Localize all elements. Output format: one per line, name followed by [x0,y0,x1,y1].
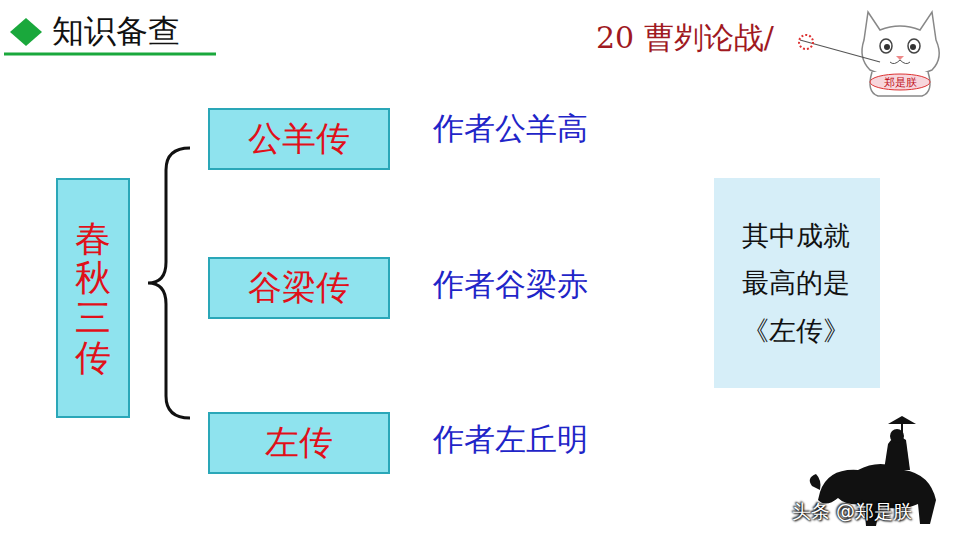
author-label: 作者谷梁赤 [433,264,588,306]
header-underline [4,53,216,56]
box-text: 春秋三传 [75,219,111,377]
box-text: 公羊传 [248,116,350,162]
item-box: 谷梁传 [208,257,390,319]
note-box: 其中成就最高的是《左传》 [714,178,880,388]
cat-badge: 郑是朕 [884,75,917,90]
group-box: 春秋三传 [56,178,130,418]
curly-brace [148,148,190,418]
box-text: 谷梁传 [248,265,350,311]
box-text: 左传 [265,420,333,466]
box-text: 其中成就最高的是《左传》 [742,212,853,354]
author-label: 作者左丘明 [433,419,588,461]
header-diamond [10,18,42,46]
header-title: 知识备查 [52,10,180,54]
item-box: 左传 [208,412,390,474]
cat-illustration [799,12,939,96]
author-label: 作者公羊高 [433,108,588,150]
item-box: 公羊传 [208,108,390,170]
lesson-title: 20 曹刿论战/ [596,18,774,59]
watermark: 头条 @郑是朕 [792,499,912,525]
